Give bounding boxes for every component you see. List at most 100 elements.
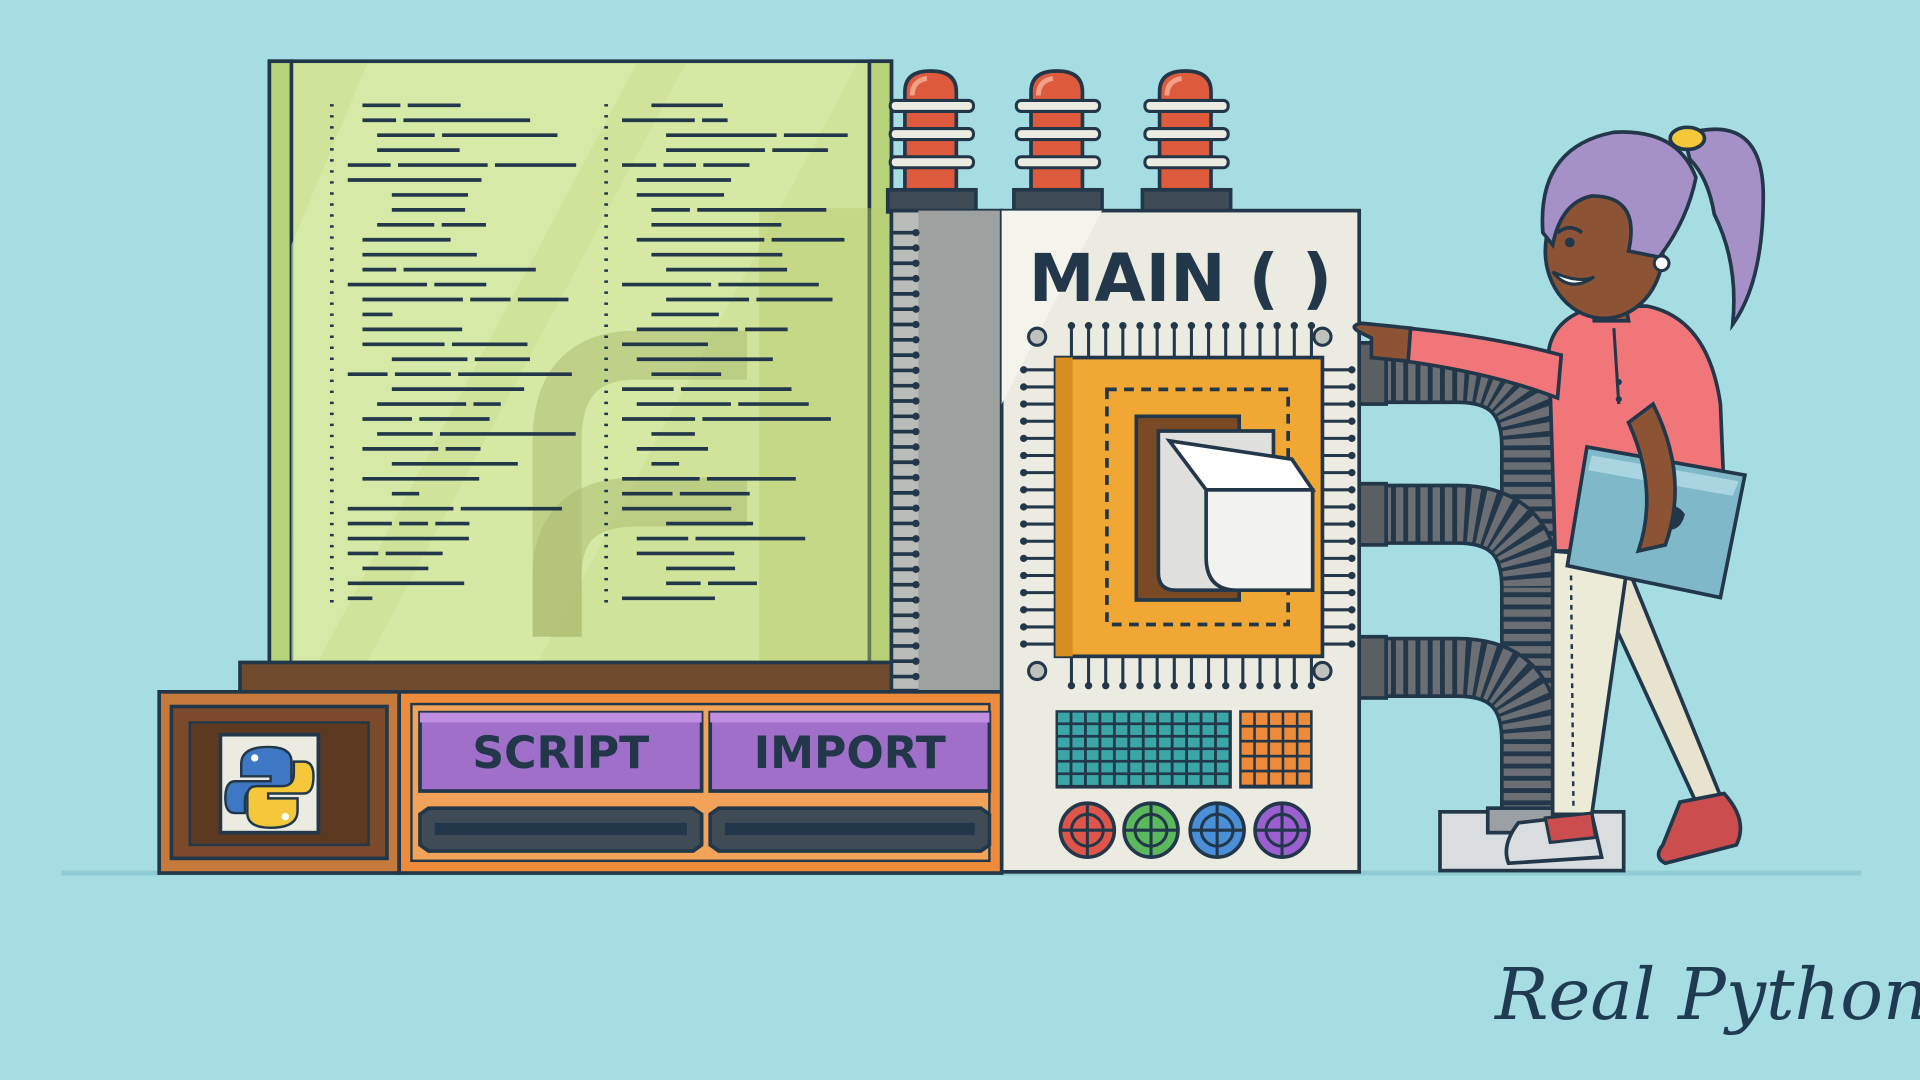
chip-pin-dot: [1102, 682, 1110, 690]
chip-pin-dot: [1290, 682, 1298, 690]
control-base: SCRIPT IMPORT: [397, 690, 1004, 875]
key: [1173, 737, 1186, 748]
sheet-stand: [238, 660, 923, 694]
side-module: [889, 208, 1004, 693]
chip-pin-dot: [1020, 383, 1028, 391]
key: [1241, 742, 1254, 755]
chip-pin-dot: [1067, 682, 1076, 690]
pin-dot: [912, 657, 920, 665]
key: [1188, 725, 1200, 735]
key: [1101, 725, 1113, 735]
chip-pin-dot: [1020, 640, 1028, 648]
key: [1086, 750, 1099, 760]
key: [1072, 725, 1085, 735]
script-slot: [418, 806, 704, 853]
chip-pins: [1020, 322, 1356, 690]
pin-dot: [912, 473, 920, 482]
key: [1298, 727, 1311, 740]
key: [1284, 727, 1296, 740]
key: [1130, 737, 1142, 748]
chip-pin-dot: [1348, 486, 1356, 494]
pin-dot: [912, 274, 920, 283]
key: [1057, 725, 1070, 735]
script-button-label: SCRIPT: [472, 728, 649, 779]
key: [1188, 712, 1200, 723]
chip-pin-dot: [1348, 366, 1356, 374]
chip-pin-dot: [1222, 682, 1230, 690]
key: [1216, 712, 1229, 723]
key: [1159, 762, 1171, 773]
chip-pin-dot: [1348, 623, 1356, 631]
chip-pin-dot: [1222, 322, 1230, 330]
pin-dot: [912, 305, 920, 313]
script-button[interactable]: SCRIPT: [418, 710, 704, 793]
screw-icon: [1312, 326, 1333, 347]
dial-purple: [1253, 801, 1311, 859]
key: [1270, 712, 1282, 725]
key: [1173, 725, 1186, 735]
chip-pin-dot: [1256, 322, 1264, 330]
key: [1202, 737, 1215, 748]
import-button[interactable]: IMPORT: [708, 710, 992, 793]
pin-dot: [912, 290, 920, 298]
main-panel: MAIN ( ): [999, 208, 1362, 874]
chip-pin-dot: [1348, 451, 1356, 460]
chip-pin-dot: [1020, 417, 1028, 425]
key: [1270, 757, 1282, 770]
key: [1188, 737, 1200, 748]
vacuum-tubes: [885, 69, 1233, 214]
pin-dot: [912, 626, 920, 635]
key: [1057, 712, 1070, 723]
pin-dot: [912, 504, 920, 512]
key: [1188, 762, 1200, 773]
key: [1072, 775, 1085, 785]
chip-pin-dot: [1307, 322, 1316, 330]
hoses: [1357, 341, 1626, 873]
python-logo-icon: [224, 745, 315, 829]
key: [1115, 775, 1128, 785]
key: [1130, 762, 1142, 773]
key: [1241, 712, 1254, 725]
key: [1072, 712, 1085, 723]
key: [1057, 750, 1070, 760]
key: [1159, 725, 1171, 735]
chip-pin-dot: [1187, 682, 1196, 690]
chip-pin-dot: [1348, 468, 1356, 477]
code-lines-right: [622, 103, 848, 601]
key: [1115, 762, 1128, 773]
key: [1130, 775, 1142, 785]
pin-dot: [912, 397, 920, 405]
key: [1298, 757, 1311, 770]
pin-dot: [912, 535, 920, 543]
chip-pin-dot: [1020, 503, 1028, 511]
key: [1173, 750, 1186, 760]
python-box: [157, 690, 402, 875]
tube-1: [885, 69, 978, 214]
key: [1202, 750, 1215, 760]
key: [1284, 772, 1296, 785]
pin-dot: [912, 519, 920, 528]
key: [1202, 775, 1215, 785]
key: [1284, 742, 1296, 755]
key: [1072, 737, 1085, 748]
pin-dot: [912, 351, 920, 359]
pin-dot: [912, 427, 920, 436]
chip-pin-dot: [1136, 682, 1144, 690]
key: [1057, 762, 1070, 773]
code-sheet: [267, 59, 894, 666]
key: [1188, 750, 1200, 760]
chip-pin-dot: [1067, 322, 1076, 330]
chip-pin-dot: [1020, 571, 1028, 580]
chip-pin-dot: [1153, 322, 1161, 330]
pin-dot: [912, 565, 920, 574]
chip-pin-dot: [1239, 682, 1247, 690]
screw-icon: [1312, 660, 1333, 682]
key: [1173, 775, 1186, 785]
key: [1173, 712, 1186, 723]
key: [1057, 737, 1070, 748]
screw-icon: [1027, 660, 1048, 682]
key: [1298, 742, 1311, 755]
pin-dot: [912, 458, 920, 466]
cpu-chip: [1053, 355, 1325, 659]
import-slot: [708, 806, 992, 853]
